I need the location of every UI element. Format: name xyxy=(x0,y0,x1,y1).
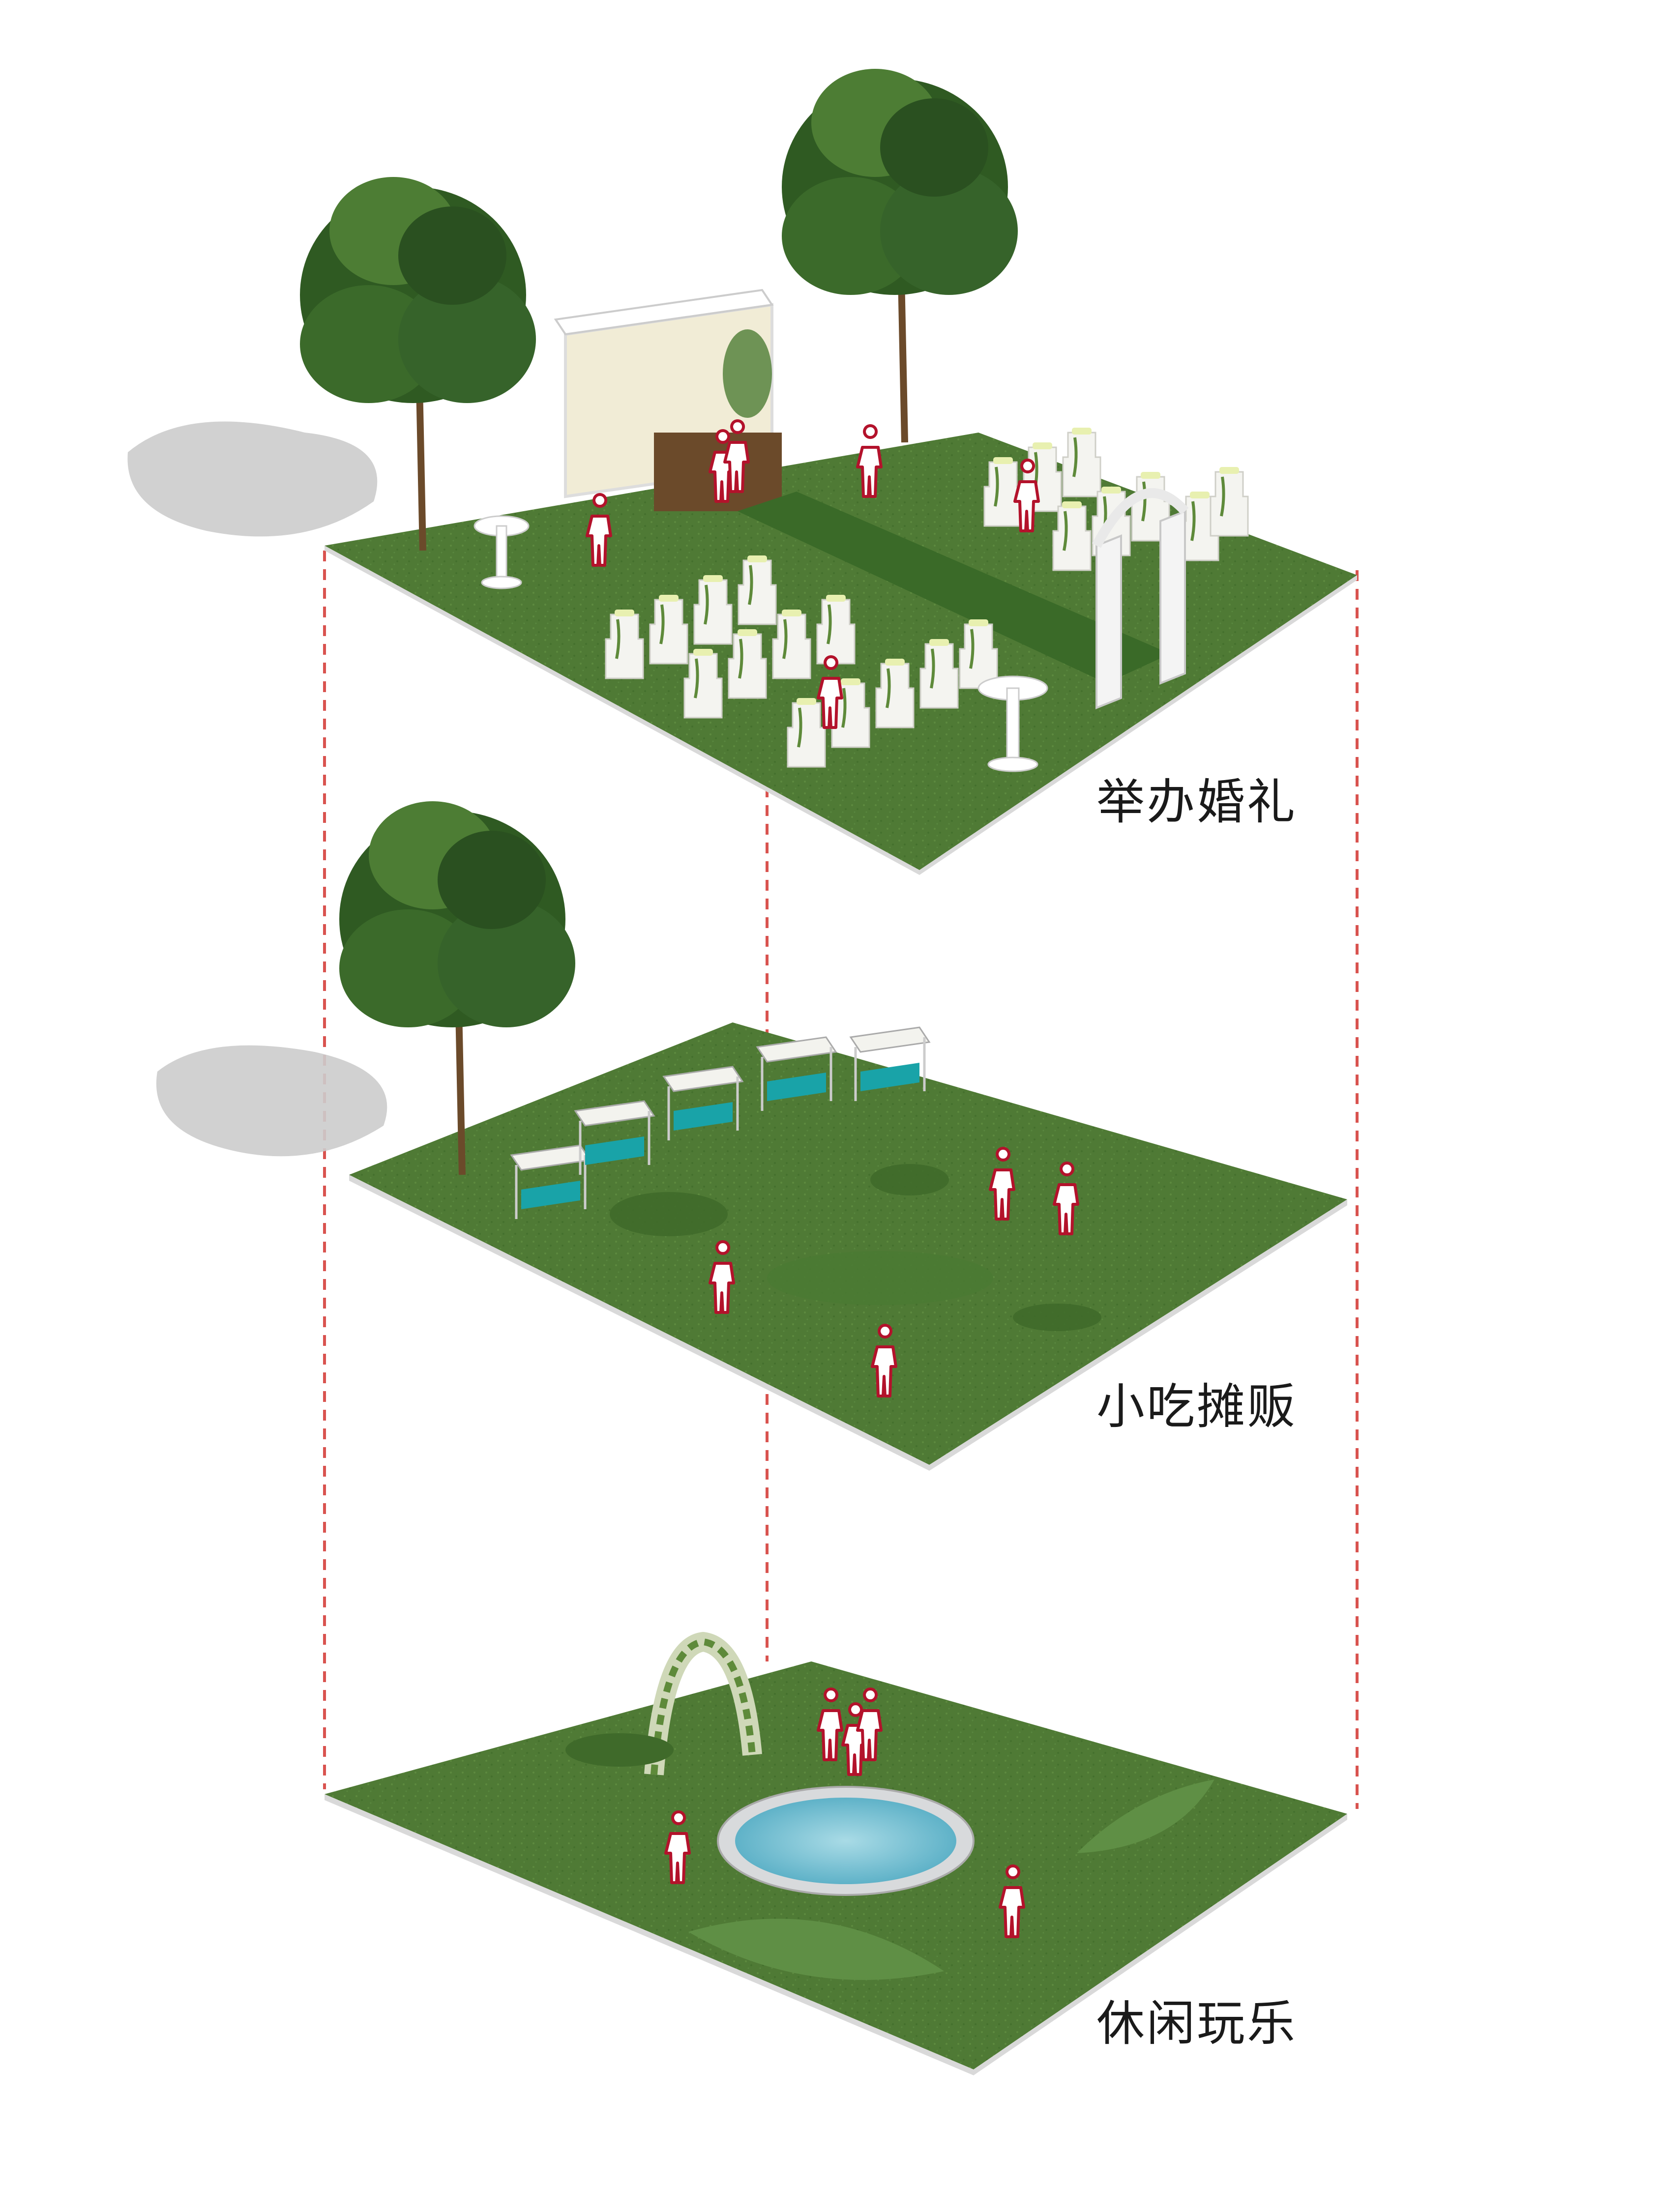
tree-shadow xyxy=(156,1045,387,1157)
layer-leisure: 休闲玩乐 xyxy=(325,1631,1347,2075)
lawn-plane xyxy=(349,1022,1347,1465)
layer-label-snack-stalls: 小吃摊贩 xyxy=(1096,1379,1297,1435)
wedding-pergola xyxy=(554,289,782,511)
flower-aisle xyxy=(738,492,1170,683)
leaf-shadows xyxy=(610,1164,1101,1331)
leaf-decorations xyxy=(688,1779,1214,1980)
layer-snack-stalls: 小吃摊贩 xyxy=(156,801,1347,1471)
cocktail-table xyxy=(977,675,1048,772)
tree-shadow xyxy=(127,421,378,537)
pool xyxy=(717,1786,975,1896)
flower-arch xyxy=(565,1631,762,1775)
tree xyxy=(782,69,1018,442)
layer-wedding: 举办婚礼 xyxy=(127,69,1357,875)
lattice-gate xyxy=(1092,488,1189,709)
layer-label-leisure: 休闲玩乐 xyxy=(1096,1996,1297,2052)
cocktail-table xyxy=(473,515,530,589)
layer-label-wedding: 举办婚礼 xyxy=(1096,774,1297,830)
